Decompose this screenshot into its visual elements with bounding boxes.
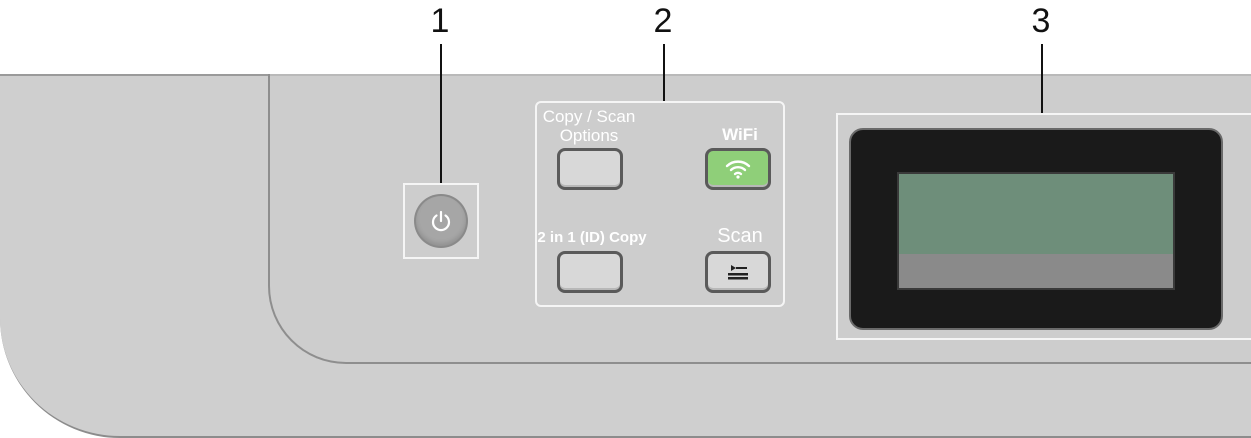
callout-1-leader [440,44,442,183]
scan-icon [728,265,748,280]
function-button-group [535,101,785,307]
copy-scan-options-label-line2: Options [559,126,619,145]
lcd-lower-strip [897,254,1175,290]
wifi-button[interactable] [705,148,771,190]
callout-2: 2 [653,2,673,40]
scan-label: Scan [717,225,763,247]
callout-3: 3 [1031,2,1051,40]
id-copy-label: 2 in 1 (ID) Copy [537,229,647,246]
copy-scan-options-label-line1: Copy / Scan [542,107,636,126]
power-button-frame [403,183,479,259]
scan-button[interactable] [705,251,771,293]
power-button[interactable] [416,196,466,246]
copy-scan-options-button[interactable] [557,148,623,190]
wifi-icon [725,160,751,179]
wifi-label: WiFi [722,125,758,144]
copy-scan-options-label: Copy / Scan Options [536,107,642,145]
callout-2-leader [663,44,665,101]
power-icon [431,210,451,232]
lcd-frame [836,113,1251,340]
callout-1: 1 [430,2,450,40]
id-copy-button[interactable] [557,251,623,293]
callout-3-leader [1041,44,1043,113]
